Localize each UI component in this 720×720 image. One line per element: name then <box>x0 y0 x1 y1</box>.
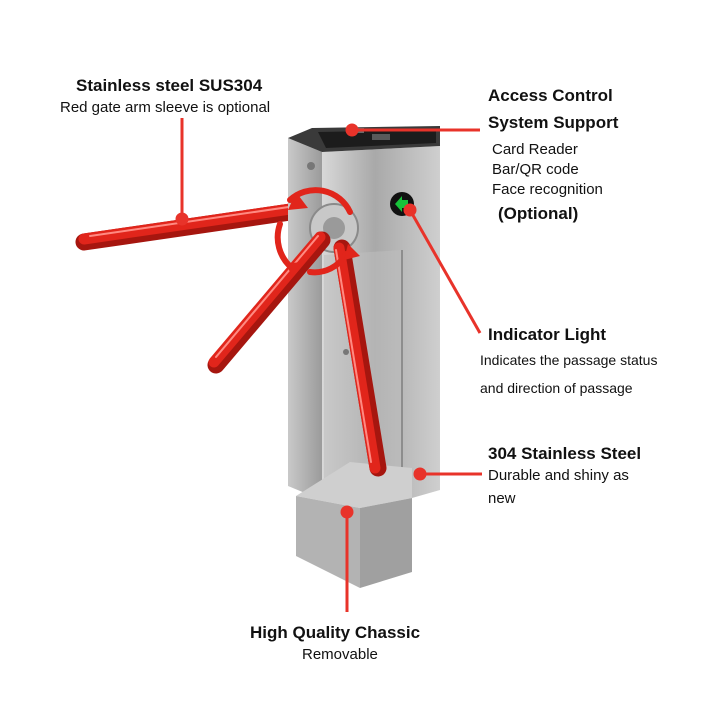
gate-arm-right <box>333 239 387 477</box>
gate-arm-back <box>75 199 327 251</box>
rotation-arrow-heads <box>286 192 360 276</box>
leader-lines <box>175 118 482 612</box>
label-steel-top-subtitle: Red gate arm sleeve is optional <box>60 99 271 116</box>
label-access-optional: (Optional) <box>498 204 579 223</box>
label-indicator-line-1: Indicates the passage status <box>480 352 658 368</box>
label-steel-body-title: 304 Stainless Steel <box>488 444 642 463</box>
chassis-side <box>360 498 412 588</box>
label-indicator-line-2: and direction of passage <box>480 380 633 396</box>
label-chassis-subtitle: Removable <box>302 646 378 663</box>
label-access-item-1: Card Reader <box>492 141 578 158</box>
label-indicator-title: Indicator Light <box>488 325 607 344</box>
label-access-item-3: Face recognition <box>492 181 603 198</box>
label-access-item-2: Bar/QR code <box>492 161 579 178</box>
label-steel-top-title: Stainless steel SUS304 <box>76 76 263 95</box>
label-access-title-2: System Support <box>488 113 619 132</box>
chassis-front <box>296 496 360 588</box>
gate-arm-left <box>207 231 331 374</box>
label-steel-body-line-1: Durable and shiny as <box>488 467 629 484</box>
label-steel-body-line-2: new <box>488 490 516 507</box>
label-access-title-1: Access Control <box>488 86 613 105</box>
label-chassis-title: High Quality Chassic <box>250 623 421 642</box>
